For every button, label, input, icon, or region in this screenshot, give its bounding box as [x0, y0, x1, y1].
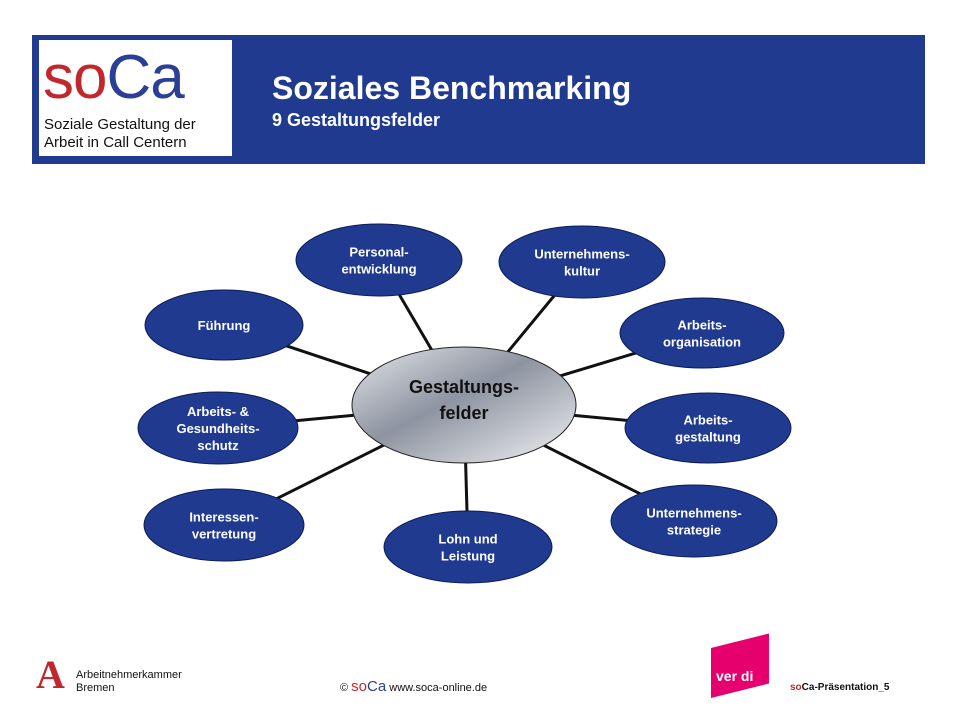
node-label-lohn: Lohn und	[438, 532, 497, 547]
footer-website-link[interactable]: www.soca-online.de	[389, 682, 488, 694]
node-ellipse-unternehmenskultur	[498, 225, 666, 299]
copyright-symbol: ©	[340, 682, 349, 694]
node-ellipse-arbeitsorganisation	[619, 297, 785, 369]
arbeitnehmerkammer-logo: A Arbeitnehmerkammer Bremen	[36, 655, 196, 705]
node-label-arbeitsgestaltung: Arbeits-	[683, 413, 732, 428]
arbeitnehmerkammer-mark: A	[36, 652, 65, 697]
node-ellipse-fuehrung	[144, 289, 304, 361]
footer-copyright: © soCa www.soca-online.de	[340, 678, 488, 695]
node-ellipse-personalentwicklung	[295, 223, 463, 297]
node-label-interessenvertretung: vertretung	[192, 527, 256, 542]
node-unternehmenskultur: Unternehmens-kultur	[498, 225, 666, 299]
node-ellipse-arbeitsgestaltung	[624, 392, 792, 464]
node-label-lohn: Leistung	[441, 549, 495, 564]
node-interessenvertretung: Interessen-vertretung	[143, 488, 305, 562]
center-node: Gestaltungs- felder	[351, 346, 577, 464]
node-personalentwicklung: Personal-entwicklung	[295, 223, 463, 297]
node-fuehrung: Führung	[144, 289, 304, 361]
node-ellipse-interessenvertretung	[143, 488, 305, 562]
field-nodes: Personal-entwicklungUnternehmens-kulturF…	[137, 223, 792, 584]
page-title: Soziales Benchmarking	[272, 70, 632, 106]
center-label-line1: Gestaltungs-	[409, 377, 519, 397]
node-unternehmensstrategie: Unternehmens-strategie	[610, 484, 778, 558]
node-label-unternehmenskultur: Unternehmens-	[534, 247, 629, 262]
arbeitnehmerkammer-text: Arbeitnehmerkammer Bremen	[76, 669, 182, 694]
node-label-personalentwicklung: Personal-	[349, 245, 408, 260]
node-label-unternehmensstrategie: strategie	[667, 523, 721, 538]
node-label-arbeitsgestaltung: gestaltung	[675, 430, 741, 445]
node-label-unternehmensstrategie: Unternehmens-	[646, 506, 741, 521]
node-label-gesundheitsschutz: schutz	[197, 438, 239, 453]
slide-id: soCa-Präsentation_5	[790, 682, 890, 693]
node-ellipse-gesundheitsschutz	[137, 391, 299, 465]
center-label-line2: felder	[439, 403, 488, 423]
soca-logo-subtitle: Soziale Gestaltung der Arbeit in Call Ce…	[44, 116, 196, 151]
node-label-gesundheitsschutz: Gesundheits-	[176, 421, 259, 436]
node-label-arbeitsorganisation: organisation	[663, 335, 741, 350]
node-label-gesundheitsschutz: Arbeits- &	[187, 404, 249, 419]
center-ellipse	[351, 346, 577, 464]
node-label-fuehrung: Führung	[198, 318, 251, 333]
page-subtitle: 9 Gestaltungsfelder	[272, 110, 441, 130]
footer-brand-ca: Ca	[367, 678, 387, 695]
node-label-personalentwicklung: entwicklung	[341, 262, 416, 277]
footer-brand-so: so	[351, 678, 368, 695]
node-gesundheitsschutz: Arbeits- & Gesundheits-schutz	[137, 391, 299, 465]
soca-logo: soCa Soziale Gestaltung der Arbeit in Ca…	[39, 40, 232, 156]
node-arbeitsgestaltung: Arbeits-gestaltung	[624, 392, 792, 464]
header-banner: soCa Soziale Gestaltung der Arbeit in Ca…	[32, 35, 925, 164]
node-arbeitsorganisation: Arbeits-organisation	[619, 297, 785, 369]
node-label-arbeitsorganisation: Arbeits-	[677, 318, 726, 333]
node-label-unternehmenskultur: kultur	[564, 264, 600, 279]
soca-logo-mark: soCa	[43, 43, 185, 112]
node-label-interessenvertretung: Interessen-	[189, 510, 258, 525]
node-ellipse-lohn	[383, 510, 553, 584]
verdi-logo-text: ver di	[716, 668, 754, 684]
node-ellipse-unternehmensstrategie	[610, 484, 778, 558]
